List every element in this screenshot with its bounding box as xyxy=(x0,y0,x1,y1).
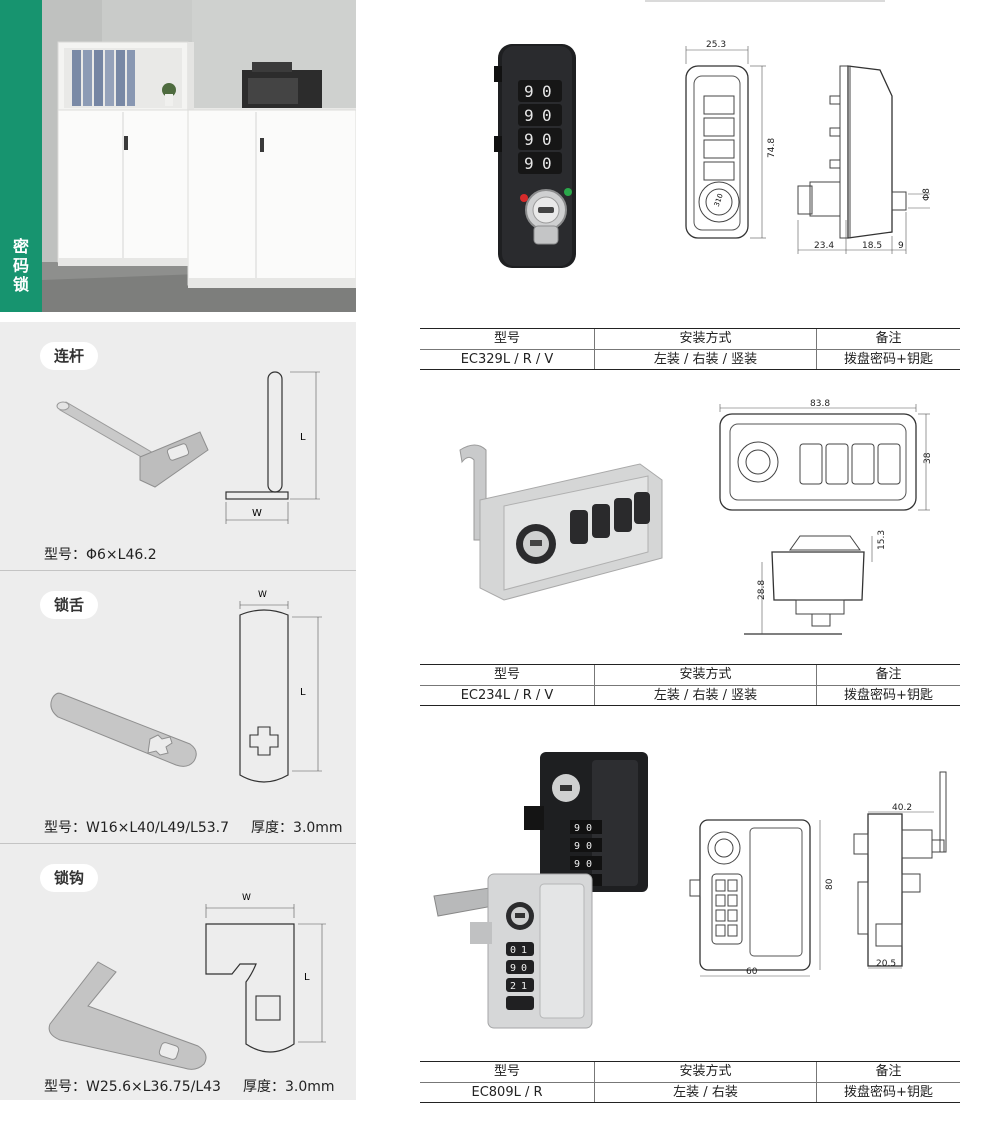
dimension-drawing-ec234: 83.8 38 15.3 28.8 xyxy=(719,399,933,635)
dial-digit: 9 xyxy=(574,823,580,834)
category-label: 密码锁 xyxy=(13,237,30,294)
top-rule xyxy=(645,0,885,2)
key-badge: 310 xyxy=(713,193,725,208)
dim-depth-c: 9 xyxy=(898,241,904,251)
table-row: EC234L / R / V 左装 / 右装 / 竖装 拨盘密码+钥匙 xyxy=(420,685,960,705)
dial-digit: 0 xyxy=(542,106,552,125)
accessory-section-link-rod: 连杆 L W 型号：Φ6×L46.2 xyxy=(0,322,356,570)
dim-diameter: Φ8 xyxy=(922,188,932,201)
accessories-panel: 连杆 L W 型号：Φ6×L46.2 锁舌 xyxy=(0,322,356,1100)
dial-digit: 9 xyxy=(524,130,534,149)
accessory-title: 锁舌 xyxy=(40,591,99,619)
divider xyxy=(0,843,356,844)
dial-digit: 9 xyxy=(524,154,534,173)
spec-table-ec329: 型号 安装方式 备注 EC329L / R / V 左装 / 右装 / 竖装 拨… xyxy=(420,328,960,370)
lock-tongue-illustration: W L xyxy=(50,590,322,783)
dimension-drawing-ec809: 60 80 40.2 20.5 xyxy=(689,771,947,977)
dial-digit: 1 xyxy=(521,981,527,992)
dim-width: 25.3 xyxy=(706,40,726,50)
lock-hook-illustration: W L xyxy=(48,893,326,1070)
table-header-row: 型号 安装方式 备注 xyxy=(420,665,960,685)
dim-height: 80 xyxy=(825,878,835,890)
dim-height: 74.8 xyxy=(767,138,777,158)
accessory-title: 连杆 xyxy=(40,342,99,370)
dial-digit: 1 xyxy=(521,945,527,956)
dial-digit: 9 xyxy=(524,82,534,101)
dial-digit: 9 xyxy=(510,963,516,974)
dial-digit: 0 xyxy=(542,82,552,101)
dial-digit: 0 xyxy=(586,859,592,870)
dim-height: 38 xyxy=(923,452,933,464)
dial-digit: 0 xyxy=(542,130,552,149)
dimension-drawing-ec329: 310 25.3 74.8 23.4 18.5 9 Φ8 xyxy=(685,40,932,254)
dim-label-length: L xyxy=(300,432,306,443)
table-row: EC329L / R / V 左装 / 右装 / 竖装 拨盘密码+钥匙 xyxy=(420,349,960,369)
dim-depth-b: 28.8 xyxy=(757,580,767,600)
spec-table-ec234: 型号 安装方式 备注 EC234L / R / V 左装 / 右装 / 竖装 拨… xyxy=(420,664,960,706)
dial-digit: 0 xyxy=(542,154,552,173)
dial-digit: 2 xyxy=(510,981,516,992)
dim-width: 83.8 xyxy=(810,399,830,409)
office-cabinet-photo xyxy=(42,0,356,312)
table-header-row: 型号 安装方式 备注 xyxy=(420,329,960,349)
dial-digit: 0 xyxy=(521,963,527,974)
dim-label-length: L xyxy=(304,972,310,983)
dim-depth-a: 23.4 xyxy=(814,241,834,251)
dial-digit: 0 xyxy=(510,945,516,956)
product-photo-ec234 xyxy=(459,444,663,601)
dim-depth-a: 40.2 xyxy=(892,803,912,813)
dial-digit: 0 xyxy=(586,823,592,834)
table-header-row: 型号 安装方式 备注 xyxy=(420,1062,960,1082)
dial-digit: 9 xyxy=(574,859,580,870)
dim-depth-b: 20.5 xyxy=(876,959,896,969)
dial-digit: 0 xyxy=(586,841,592,852)
dial-digit: 9 xyxy=(524,106,534,125)
category-tab: 密码锁 xyxy=(0,0,42,312)
status-red-dot-icon xyxy=(520,194,528,202)
divider xyxy=(0,570,356,571)
dim-label-width: W xyxy=(252,508,262,519)
accessory-title: 锁钩 xyxy=(40,864,99,892)
table-row: EC809L / R 左装 / 右装 拨盘密码+钥匙 xyxy=(420,1082,960,1102)
dim-label-width: W xyxy=(242,893,251,903)
dim-depth-a: 15.3 xyxy=(877,530,887,550)
link-rod-illustration: L W xyxy=(56,371,320,524)
status-green-dot-icon xyxy=(564,188,572,196)
dim-depth-b: 18.5 xyxy=(862,241,882,251)
dim-label-width: W xyxy=(258,590,267,600)
dim-label-length: L xyxy=(300,687,306,698)
dial-digit: 9 xyxy=(574,841,580,852)
spec-table-ec809: 型号 安装方式 备注 EC809L / R 左装 / 右装 拨盘密码+钥匙 xyxy=(420,1061,960,1103)
accessory-spec: 型号：Φ6×L46.2 xyxy=(44,547,157,563)
dim-width: 60 xyxy=(746,967,758,977)
